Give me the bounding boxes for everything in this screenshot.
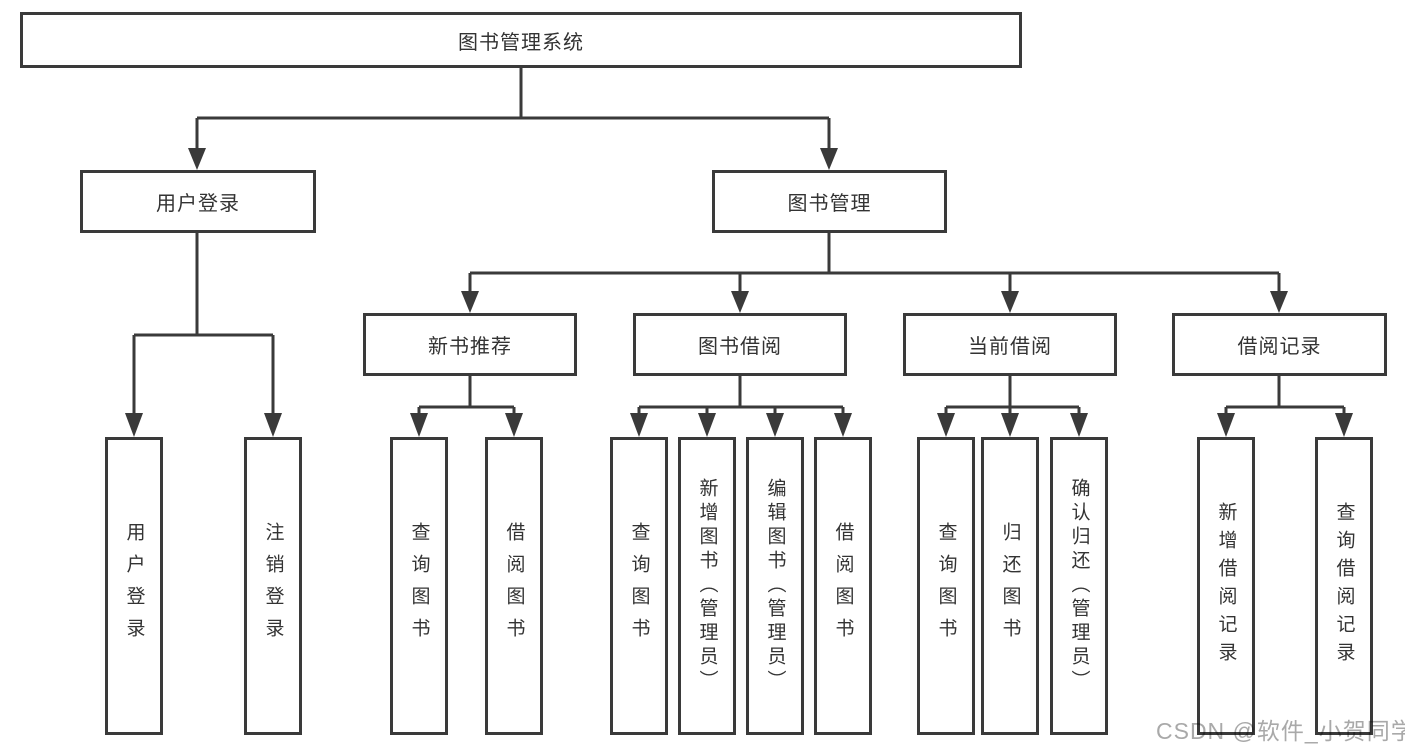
leaf-borrow-books-label: 借阅图书: [832, 522, 854, 650]
node-borrowing-records-label: 借阅记录: [1237, 336, 1322, 358]
leaf-add-borrow-record: 新增借阅记录: [1197, 437, 1255, 735]
leaf-user-login: 用户登录: [105, 437, 163, 735]
node-book-borrowing-label: 图书借阅: [698, 336, 782, 358]
leaf-query-borrow-record-label: 查询借阅记录: [1333, 502, 1355, 670]
csdn-watermark: CSDN @软件_小贺同学: [1156, 718, 1405, 744]
leaf-borrow-query-books-label: 查询图书: [628, 522, 650, 650]
leaf-recommend-query-books: 查询图书: [390, 437, 448, 735]
node-current-borrowing: 当前借阅: [903, 313, 1117, 376]
leaf-recommend-borrow-books-label: 借阅图书: [503, 522, 525, 650]
leaf-confirm-return-admin-label: 确认归还（管理员）: [1068, 478, 1090, 694]
node-current-borrowing-label: 当前借阅: [968, 336, 1052, 358]
leaf-current-query-books-label: 查询图书: [935, 522, 957, 650]
leaf-logout-label: 注销登录: [262, 522, 284, 650]
leaf-add-books-admin: 新增图书（管理员）: [678, 437, 736, 735]
leaf-add-borrow-record-label: 新增借阅记录: [1215, 502, 1237, 670]
leaf-recommend-borrow-books: 借阅图书: [485, 437, 543, 735]
leaf-return-books: 归还图书: [981, 437, 1039, 735]
node-root-system: 图书管理系统: [20, 12, 1022, 68]
leaf-logout: 注销登录: [244, 437, 302, 735]
node-user-login-label: 用户登录: [156, 193, 240, 215]
leaf-recommend-query-books-label: 查询图书: [408, 522, 430, 650]
node-book-management: 图书管理: [712, 170, 947, 233]
node-root-label: 图书管理系统: [458, 31, 584, 54]
leaf-query-borrow-record: 查询借阅记录: [1315, 437, 1373, 735]
leaf-user-login-label: 用户登录: [123, 522, 145, 650]
leaf-current-query-books: 查询图书: [917, 437, 975, 735]
node-borrowing-records: 借阅记录: [1172, 313, 1387, 376]
node-book-borrowing: 图书借阅: [633, 313, 847, 376]
node-user-login: 用户登录: [80, 170, 316, 233]
leaf-borrow-books: 借阅图书: [814, 437, 872, 735]
leaf-confirm-return-admin: 确认归还（管理员）: [1050, 437, 1108, 735]
leaf-add-books-admin-label: 新增图书（管理员）: [696, 478, 718, 694]
node-book-management-label: 图书管理: [787, 193, 872, 215]
leaf-edit-books-admin: 编辑图书（管理员）: [746, 437, 804, 735]
node-new-book-recommend: 新书推荐: [363, 313, 577, 376]
leaf-return-books-label: 归还图书: [999, 522, 1021, 650]
leaf-edit-books-admin-label: 编辑图书（管理员）: [764, 478, 786, 694]
leaf-borrow-query-books: 查询图书: [610, 437, 668, 735]
node-new-book-recommend-label: 新书推荐: [428, 336, 512, 358]
